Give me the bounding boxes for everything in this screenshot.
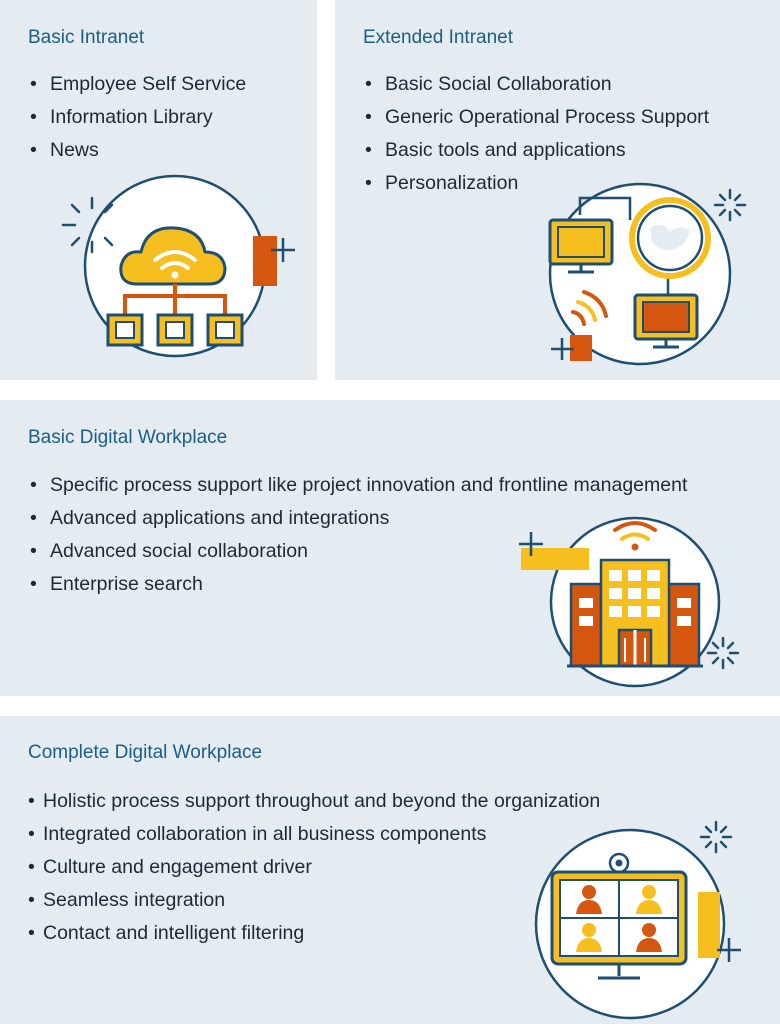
list-item: Advanced applications and integrations [28, 502, 687, 535]
connected-computers-globe-icon [548, 182, 747, 366]
office-building-wifi-icon [519, 516, 740, 688]
list-item: Enterprise search [28, 568, 687, 601]
panel-title: Extended Intranet [363, 27, 513, 48]
list-item: Holistic process support throughout and … [28, 785, 600, 818]
list-item: Culture and engagement driver [28, 851, 600, 884]
panel-title: Complete Digital Workplace [28, 742, 263, 763]
panel-extended-intranet: Extended Intranet Basic Social Collabora… [335, 0, 780, 380]
feature-list: Specific process support like project in… [28, 469, 687, 601]
panel-basic-digital-workplace: Basic Digital Workplace Specific process… [0, 400, 780, 696]
list-item: Employee Self Service [28, 68, 246, 101]
list-item: Integrated collaboration in all business… [28, 818, 600, 851]
list-item: Advanced social collaboration [28, 535, 687, 568]
panel-basic-intranet: Basic Intranet Employee Self Service Inf… [0, 0, 317, 380]
panel-title: Basic Digital Workplace [28, 427, 228, 448]
list-item: Basic tools and applications [363, 134, 709, 167]
list-item: Personalization [363, 167, 709, 200]
list-item: News [28, 134, 246, 167]
feature-list: Holistic process support throughout and … [28, 785, 600, 950]
cloud-network-icon [61, 174, 295, 358]
panel-title: Basic Intranet [28, 27, 145, 48]
list-item: Information Library [28, 101, 246, 134]
list-item: Basic Social Collaboration [363, 68, 709, 101]
feature-list: Basic Social Collaboration Generic Opera… [363, 68, 709, 200]
feature-list: Employee Self Service Information Librar… [28, 68, 246, 167]
list-item: Contact and intelligent filtering [28, 917, 600, 950]
panel-complete-digital-workplace: Complete Digital Workplace Holistic proc… [0, 716, 780, 1024]
list-item: Seamless integration [28, 884, 600, 917]
list-item: Specific process support like project in… [28, 469, 687, 502]
video-conference-monitor-icon [534, 820, 741, 1020]
list-item: Generic Operational Process Support [363, 101, 709, 134]
